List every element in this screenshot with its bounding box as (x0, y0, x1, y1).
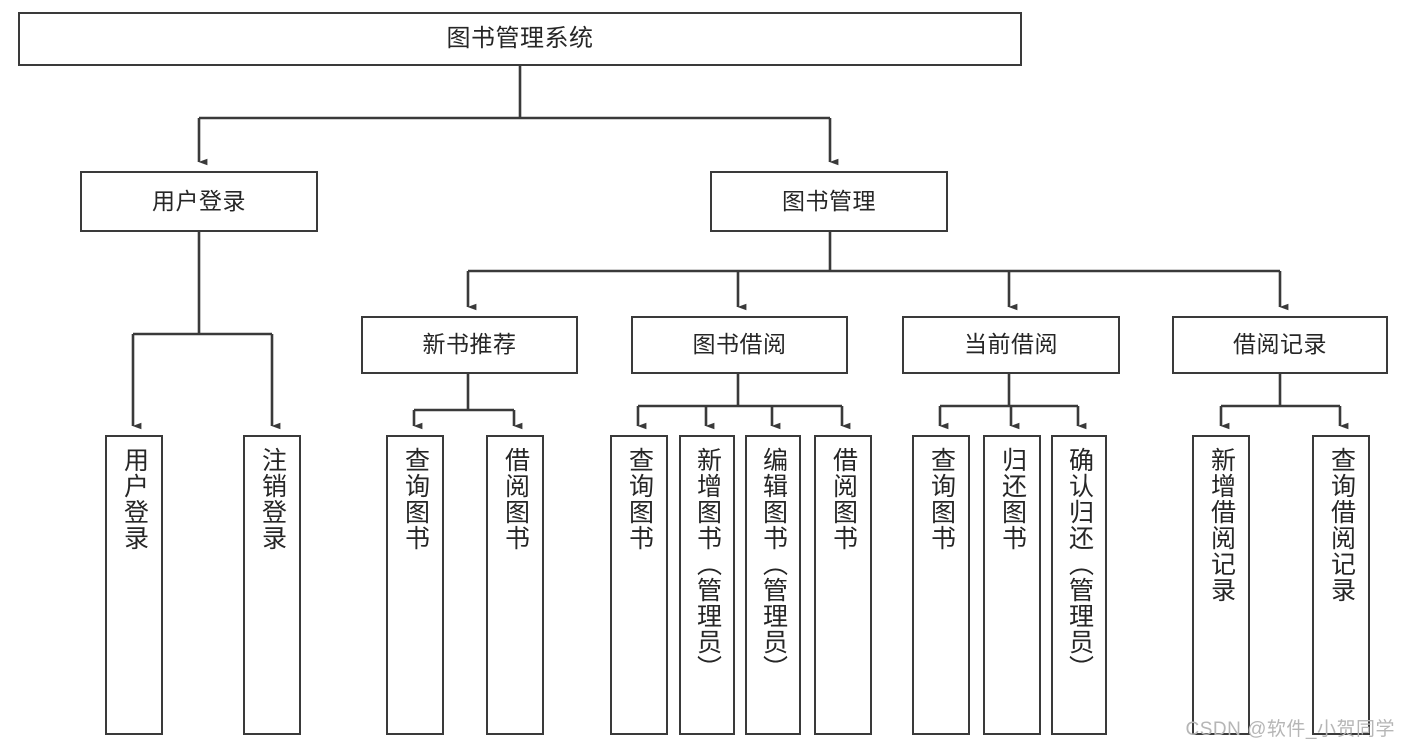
node-book-borrow[interactable]: 图书借阅 (631, 316, 848, 374)
leaf-add-book-admin[interactable]: 新增图书（管理员） (679, 435, 735, 735)
leaf-borrow-books-label: 借阅图书 (829, 447, 858, 551)
leaf-query-borrow-record-label: 查询借阅记录 (1327, 447, 1356, 603)
leaf-query-books-recommend[interactable]: 查询图书 (386, 435, 444, 735)
leaf-borrow-books-recommend[interactable]: 借阅图书 (486, 435, 544, 735)
leaf-add-borrow-record-label: 新增借阅记录 (1207, 447, 1236, 603)
leaf-logout-label: 注销登录 (258, 447, 287, 551)
leaf-query-books-current-label: 查询图书 (927, 447, 956, 551)
leaf-query-borrow-record[interactable]: 查询借阅记录 (1312, 435, 1370, 735)
leaf-query-books-recommend-label: 查询图书 (401, 447, 430, 551)
leaf-confirm-return-admin[interactable]: 确认归还（管理员） (1051, 435, 1107, 735)
node-book-management[interactable]: 图书管理 (710, 171, 948, 232)
node-borrow-records[interactable]: 借阅记录 (1172, 316, 1388, 374)
node-user-login-label: 用户登录 (152, 187, 246, 214)
node-book-borrow-label: 图书借阅 (692, 331, 787, 358)
node-new-book-recommend[interactable]: 新书推荐 (361, 316, 578, 374)
leaf-add-borrow-record[interactable]: 新增借阅记录 (1192, 435, 1250, 735)
leaf-query-books-borrow-label: 查询图书 (625, 447, 654, 551)
leaf-return-books-label: 归还图书 (998, 447, 1027, 551)
node-root-label: 图书管理系统 (446, 24, 594, 52)
leaf-query-books-current[interactable]: 查询图书 (912, 435, 970, 735)
node-current-borrow-label: 当前借阅 (964, 331, 1058, 358)
node-new-book-recommend-label: 新书推荐 (422, 331, 517, 358)
node-current-borrow[interactable]: 当前借阅 (902, 316, 1120, 374)
leaf-edit-book-admin[interactable]: 编辑图书（管理员） (745, 435, 801, 735)
node-user-login[interactable]: 用户登录 (80, 171, 318, 232)
leaf-add-book-admin-label: 新增图书（管理员） (693, 447, 722, 681)
leaf-confirm-return-admin-label: 确认归还（管理员） (1065, 447, 1094, 681)
leaf-query-books-borrow[interactable]: 查询图书 (610, 435, 668, 735)
leaf-borrow-books-recommend-label: 借阅图书 (501, 447, 530, 551)
leaf-return-books[interactable]: 归还图书 (983, 435, 1041, 735)
leaf-logout[interactable]: 注销登录 (243, 435, 301, 735)
leaf-edit-book-admin-label: 编辑图书（管理员） (759, 447, 788, 681)
node-borrow-records-label: 借阅记录 (1233, 331, 1327, 358)
node-root[interactable]: 图书管理系统 (18, 12, 1022, 66)
leaf-user-login[interactable]: 用户登录 (105, 435, 163, 735)
leaf-borrow-books[interactable]: 借阅图书 (814, 435, 872, 735)
leaf-user-login-label: 用户登录 (120, 447, 149, 551)
node-book-management-label: 图书管理 (782, 187, 876, 214)
